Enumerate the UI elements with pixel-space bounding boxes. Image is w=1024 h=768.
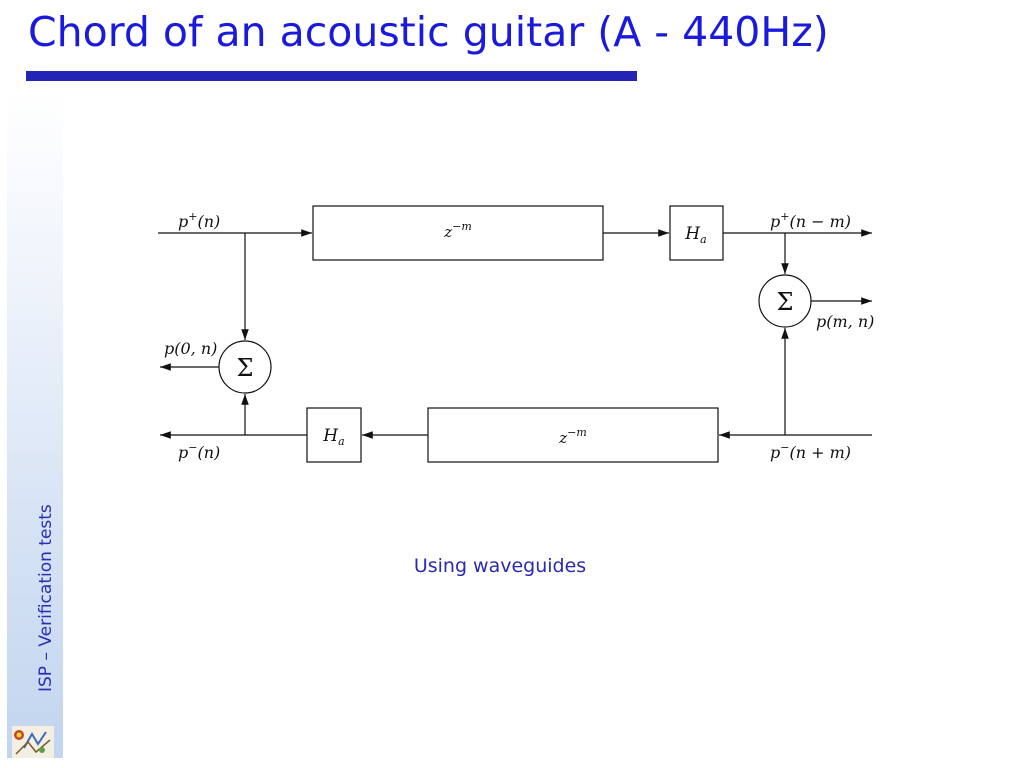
caption-text: Using waveguides <box>413 555 587 577</box>
label-p-minus-n-plus-m: p−(n + m) <box>770 441 851 462</box>
side-bar <box>7 88 63 758</box>
title-underline <box>26 71 637 81</box>
label-p-minus-np-arg: (n + m) <box>789 443 851 462</box>
lower-delay-text: z <box>558 429 567 447</box>
label-p-plus-n-minus-m: p+(n − m) <box>770 210 851 231</box>
upper-filter-sub: a <box>700 233 707 246</box>
upper-delay-exp: −m <box>452 220 472 233</box>
side-label: ISP – Verification tests <box>36 504 56 692</box>
lower-delay-exp: −m <box>567 426 587 439</box>
slide-title: Chord of an acoustic guitar (A - 440Hz) <box>28 8 829 56</box>
lower-delay-label: z−m <box>558 426 587 447</box>
diagram-caption: Using waveguides <box>0 555 1000 577</box>
label-p-plus-n-sup: + <box>188 210 197 223</box>
label-p-minus-n-arg: (n) <box>197 443 220 462</box>
upper-filter-label: Ha <box>684 224 706 246</box>
upper-delay-label: z−m <box>443 220 472 241</box>
label-p-0-n: p(0, n) <box>164 339 217 358</box>
label-p-plus-n: p+(n) <box>178 210 220 231</box>
right-sum-symbol: Σ <box>777 288 794 316</box>
label-p-plus-n-arg: (n) <box>197 212 220 231</box>
left-sum-symbol: Σ <box>237 354 254 382</box>
label-p-m-n: p(m, n) <box>816 312 874 331</box>
logo-icon <box>12 726 54 758</box>
label-p-minus-np-sup: − <box>780 441 789 454</box>
label-p-plus-nm-arg: (n − m) <box>789 212 851 231</box>
lower-filter-label: Ha <box>322 426 344 448</box>
waveguide-diagram: Σ Σ z−m z−m Ha Ha p+(n) p+(n − m) p(m, n… <box>158 205 874 463</box>
label-p-minus-n: p−(n) <box>178 441 220 462</box>
label-p-plus-nm-sup: + <box>780 210 789 223</box>
label-p-minus-n-sup: − <box>188 441 197 454</box>
upper-delay-block <box>312 205 604 261</box>
upper-delay-text: z <box>443 223 452 241</box>
lower-filter-sub: a <box>338 435 345 448</box>
